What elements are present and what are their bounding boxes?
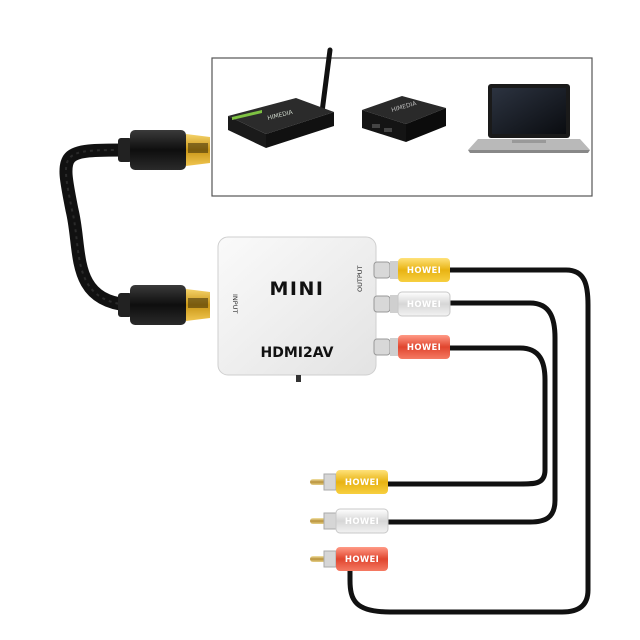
laptop-icon bbox=[468, 84, 590, 153]
media-player-box-icon: HIMEDIA bbox=[362, 96, 446, 142]
hdmi-cable bbox=[59, 130, 210, 325]
rca-plug-yellow-end: HOWEI bbox=[310, 470, 388, 494]
rca-plug-white-end: HOWEI bbox=[310, 508, 389, 534]
hdmi2av-adapter: MINI HDMI2AV INPUT OUTPUT bbox=[217, 236, 377, 382]
hdmi-plug-top bbox=[118, 130, 210, 170]
rca-brand-label: HOWEI bbox=[407, 266, 441, 276]
adapter-brand-label: MINI bbox=[270, 278, 325, 300]
rca-output-plugs: HOWEI HOWEI HOWEI bbox=[373, 258, 451, 359]
adapter-model-label: HDMI2AV bbox=[261, 345, 334, 361]
tv-box-antenna-icon: HIMEDIA bbox=[228, 47, 334, 148]
input-port-label: INPUT bbox=[231, 294, 239, 313]
rca-plug-yellow-output: HOWEI bbox=[373, 258, 450, 282]
rca-loose-plugs: HOWEI HOWEI HOWEI bbox=[310, 470, 389, 571]
device-panel: HIMEDIA HIMEDIA bbox=[211, 47, 593, 197]
power-port bbox=[296, 375, 301, 382]
rca-plug-red-end: HOWEI bbox=[310, 547, 388, 571]
rca-plug-red-output: HOWEI bbox=[373, 335, 450, 359]
output-port-label: OUTPUT bbox=[356, 265, 364, 292]
rca-brand-label: HOWEI bbox=[345, 478, 379, 488]
rca-brand-label: HOWEI bbox=[407, 300, 441, 310]
rca-brand-label: HOWEI bbox=[345, 517, 379, 527]
rca-cables bbox=[347, 267, 591, 615]
rca-plug-white-output: HOWEI bbox=[373, 291, 451, 317]
hdmi-plug-bottom bbox=[118, 285, 210, 325]
rca-brand-label: HOWEI bbox=[407, 343, 441, 353]
rca-brand-label: HOWEI bbox=[345, 555, 379, 565]
